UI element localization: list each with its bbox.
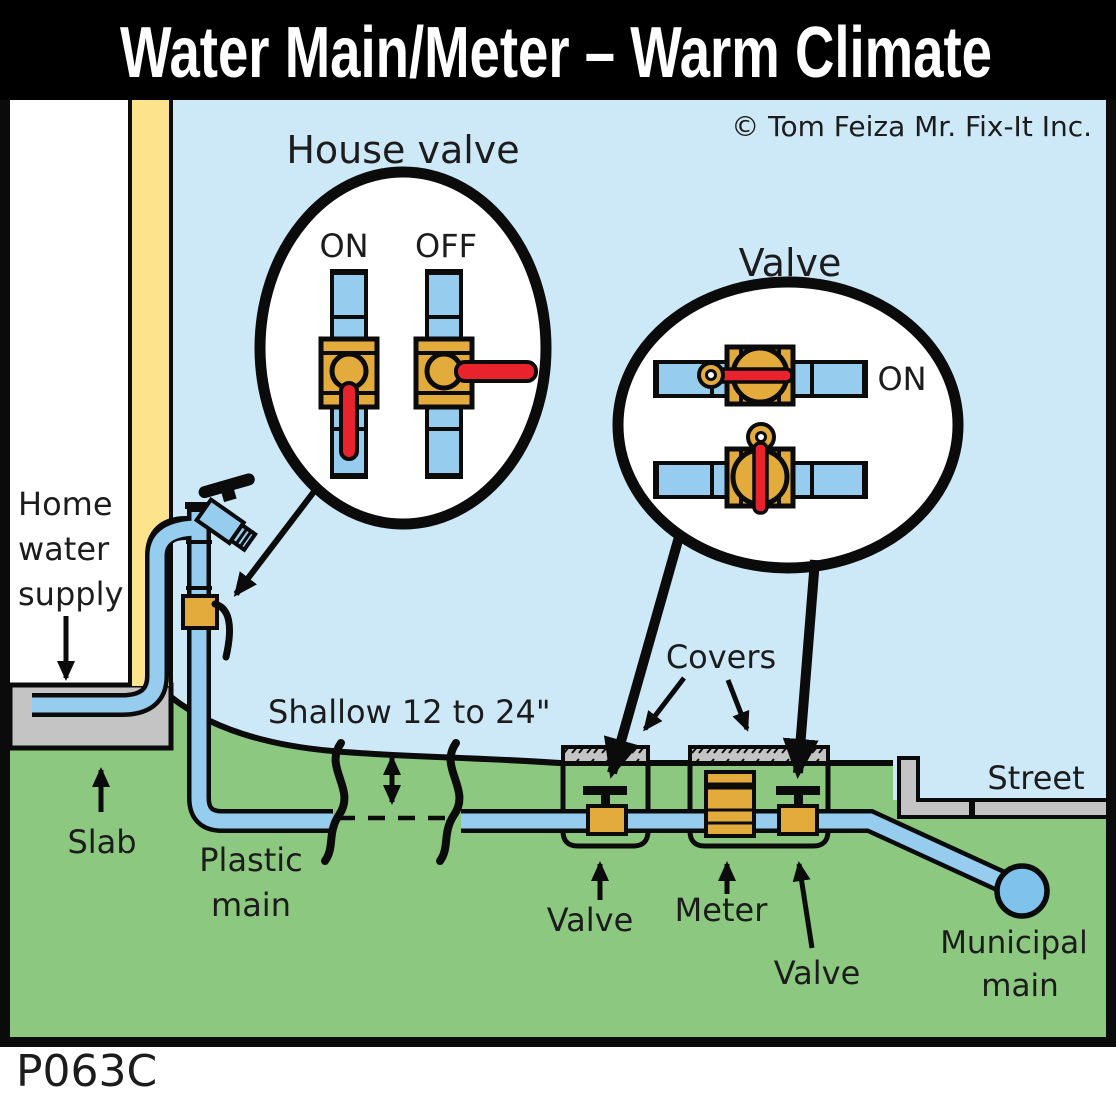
hose-bib-faucet bbox=[185, 473, 258, 553]
page-title: Water Main/Meter – Warm Climate bbox=[120, 13, 992, 93]
riser-pipe bbox=[191, 512, 333, 829]
valve-pointer-arrow-right bbox=[782, 559, 820, 779]
home-water-supply-label-line2: water bbox=[18, 530, 110, 568]
slab-label: Slab bbox=[67, 823, 136, 861]
valve-handle-off bbox=[454, 360, 538, 383]
inset-valve-on bbox=[318, 269, 380, 479]
municipal-main-pipe bbox=[994, 863, 1050, 919]
cover-left bbox=[561, 745, 650, 765]
frame bbox=[0, 0, 1116, 1047]
faucet-handle bbox=[198, 473, 255, 503]
street-valve-handle-off bbox=[752, 441, 769, 515]
inset-valve-off bbox=[413, 269, 538, 479]
municipal-main-label-line2: main bbox=[981, 968, 1058, 1004]
street-pavement bbox=[971, 798, 1110, 819]
buried-valve-right bbox=[776, 786, 820, 836]
house-valve-title: House valve bbox=[286, 128, 519, 172]
house-valve-inset: House valve ON OFF bbox=[233, 128, 552, 597]
valve-pointer-arrow-left bbox=[603, 535, 684, 779]
part-code: P063C bbox=[16, 1046, 157, 1096]
inset-street-valve-off bbox=[653, 422, 868, 515]
riser-couplings bbox=[186, 540, 212, 590]
ground bbox=[10, 697, 1106, 1037]
municipal-main-label-line1: Municipal bbox=[940, 925, 1088, 961]
house-valve-pointer-arrow bbox=[233, 487, 319, 597]
home-water-supply-label-line1: Home bbox=[18, 485, 113, 523]
house-valve-off-label: OFF bbox=[415, 227, 477, 265]
covers-label: Covers bbox=[666, 638, 776, 676]
covers-arrow-left bbox=[643, 676, 686, 732]
copyright-text: © Tom Feiza Mr. Fix-It Inc. bbox=[731, 110, 1092, 143]
buried-valve-left bbox=[583, 786, 628, 836]
underground-valve-boxes bbox=[560, 763, 831, 849]
shallow-depth-label: Shallow 12 to 24" bbox=[268, 693, 551, 731]
plastic-main-label-line2: main bbox=[211, 886, 291, 924]
house-valve-circle bbox=[254, 166, 552, 530]
valve-right-arrow bbox=[792, 861, 815, 949]
slab-supply-pipe bbox=[32, 520, 200, 713]
street-label: Street bbox=[987, 759, 1084, 797]
street-valve-inset: Valve ON bbox=[612, 241, 964, 574]
valve-inset-title: Valve bbox=[739, 241, 842, 285]
plastic-main-label-line1: Plastic bbox=[199, 841, 303, 879]
title-bar bbox=[0, 0, 1116, 100]
valve-right-label: Valve bbox=[774, 954, 861, 992]
house-interior bbox=[10, 100, 130, 686]
annotations: Home water supply Slab Plastic main Shal… bbox=[18, 110, 1092, 1004]
break-squiggle-left bbox=[321, 739, 349, 865]
home-water-supply-label-line3: supply bbox=[18, 575, 123, 613]
wall-edges bbox=[128, 100, 173, 686]
valve-circle bbox=[612, 276, 964, 574]
water-meter bbox=[704, 770, 756, 838]
meter-label: Meter bbox=[675, 891, 769, 929]
house-valve-on-label: ON bbox=[319, 227, 368, 265]
inset-street-valve-on bbox=[653, 344, 868, 407]
valve-handle-on bbox=[339, 381, 359, 461]
cover-right bbox=[688, 745, 830, 765]
covers-arrow-right bbox=[725, 679, 750, 732]
break-squiggle-right bbox=[436, 739, 464, 865]
valve-left-label: Valve bbox=[547, 901, 634, 939]
valve-inset-on-label: ON bbox=[877, 360, 926, 398]
house-shutoff-valve bbox=[181, 594, 233, 661]
